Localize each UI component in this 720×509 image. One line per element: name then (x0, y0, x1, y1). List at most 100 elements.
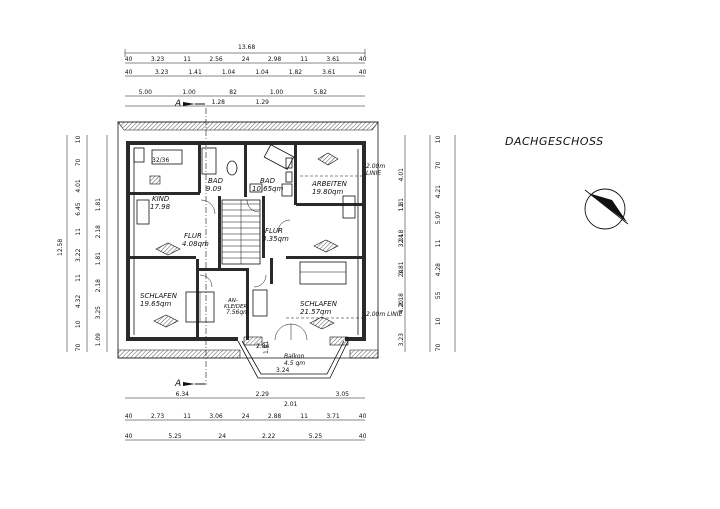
balcony (237, 336, 349, 379)
dim-right-row3-0: 1.81 (398, 198, 405, 212)
dim-right-row1-5: 3.23 (398, 333, 405, 347)
dim-bottom-row3-5: 40 (359, 433, 367, 440)
room-ankleider-name: AN- KLEIDER (224, 298, 247, 310)
dim-top-row1-4: 24 (242, 56, 250, 63)
dim-top-row3b-1: 1.29 (256, 99, 270, 106)
dim-top-row2-2: 1.41 (188, 69, 202, 76)
room-ankleider-area: 7.56qm (226, 309, 249, 316)
dim-left-row1-3: 6.45 (75, 202, 82, 216)
dim-left-row1-7: 4.32 (75, 295, 82, 309)
dim-top-row2-0: 40 (125, 69, 133, 76)
dim-left-row1-0: 10 (75, 135, 82, 143)
dim-left-row1-4: 11 (75, 228, 82, 236)
bottom-dimension-lines (125, 397, 365, 441)
dim-bottom-row3-3: 2.22 (262, 433, 276, 440)
dim-top-overall: 13.68 (238, 44, 255, 51)
room-flur1-name: FLUR (184, 232, 202, 240)
room-kind-area: 17.98 (150, 203, 171, 211)
dim-right-row1-2: 3.24 (398, 234, 405, 248)
dim-door: 2.84 (256, 343, 270, 350)
room-balkon-name: Balkon (284, 353, 305, 360)
room-schlafen2-area: 21.57qm (300, 308, 331, 316)
dim-right-row1-4: 4.20 (398, 300, 405, 314)
dim-left-row1-1: 70 (75, 158, 82, 166)
dim-top-row1-6: 11 (300, 56, 308, 63)
dim-bottom-row1-0: 6.34 (176, 391, 190, 398)
dim-bottom-row2-6: 11 (300, 413, 308, 420)
dim-top-row3b-0: 1.28 (212, 99, 226, 106)
dim-bottom-row2-8: 40 (359, 413, 367, 420)
dim-top-row1-0: 40 (125, 56, 133, 63)
room-arbeiten-name: ARBEITEN (311, 180, 348, 188)
drawing-title: DACHGESCHOSS (505, 135, 604, 148)
room-kind-name: KIND (152, 195, 170, 203)
north-arrow-icon (584, 188, 629, 230)
dim-right-row1-3: 24 (398, 269, 405, 277)
dim-right-row1-0: 4.01 (398, 168, 405, 182)
dim-right-row3-3: 2.18 (398, 293, 405, 307)
dim-right-row2-6: 55 (435, 291, 442, 299)
dim-top-row1-8: 40 (359, 56, 367, 63)
dim-left-row2-0: 1.81 (95, 198, 102, 212)
room-balkon-area: 4.5 qm (284, 360, 305, 367)
dim-left-overall: 12.58 (57, 239, 64, 256)
room-bad1-area: 9.09 (206, 185, 222, 193)
room-flur2-area: 3.35qm (262, 235, 289, 243)
dim-left-row2-5: 1.09 (95, 333, 102, 347)
dim-right-row3-1: 2.18 (398, 230, 405, 244)
top-dimension-lines: 13.68 (124, 44, 366, 107)
dim-left-row1-9: 70 (75, 343, 82, 351)
dim-bottom-row2-3: 3.06 (209, 413, 223, 420)
chimney-label: 32/36 (152, 157, 169, 164)
staircase (221, 199, 261, 265)
dim-left-row1-5: 3.22 (75, 248, 82, 262)
room-bad2-name: BAD (260, 177, 276, 185)
dim-left-row2-1: 2.18 (95, 225, 102, 239)
dim-left-row2-3: 2.18 (95, 279, 102, 293)
room-schlafen1-name: SCHLAFEN (140, 292, 178, 300)
room-schlafen2-name: SCHLAFEN (300, 300, 338, 308)
dim-top-row1-1: 3.23 (151, 56, 165, 63)
dim-left-row1-6: 11 (75, 274, 82, 282)
dim-bottom-row2-0: 40 (125, 413, 133, 420)
dim-right-row2-3: 5.97 (435, 211, 442, 225)
dim-top-row2-4: 1.04 (255, 69, 269, 76)
dim-bottom-row1b: 2.01 (284, 401, 298, 408)
building (117, 121, 379, 379)
dim-right-row2-4: 11 (435, 239, 442, 247)
dim-right-row2-1: 70 (435, 161, 442, 169)
room-bad1-name: BAD (208, 177, 224, 185)
room-arbeiten-area: 19.80qm (312, 188, 343, 196)
dim-top-row2-5: 1.82 (289, 69, 303, 76)
furniture (133, 144, 356, 330)
dim-bottom-row2-2: 11 (183, 413, 191, 420)
section-label-bottom: A (174, 379, 181, 389)
dim-bottom-row2-1: 2.73 (151, 413, 165, 420)
dim-bottom-row3-4: 5.25 (309, 433, 323, 440)
dim-top-row2-6: 3.61 (322, 69, 336, 76)
dim-right-row3-2: 1.81 (398, 261, 405, 275)
dim-left-row1-8: 10 (75, 320, 82, 328)
right-dimension-labels: 4.01113.24244.203.2310704.215.97114.2855… (398, 135, 442, 351)
room-flur2-name: FLUR (265, 227, 283, 235)
dim-left-row2-2: 1.81 (95, 252, 102, 266)
dim-top-row1-7: 3.61 (326, 56, 340, 63)
dim-bottom-row3-1: 5.25 (168, 433, 182, 440)
dim-right-row2-0: 10 (435, 135, 442, 143)
linie-top-label: LINIE (366, 170, 381, 177)
dim-left-row1-2: 4.01 (75, 179, 82, 193)
room-flur1-area: 4.08qm (182, 240, 209, 248)
left-dimension-lines (66, 135, 108, 352)
dim-bottom-row3-0: 40 (125, 433, 133, 440)
left-dimension-labels: 10 70 4.01 6.45 11 3.22 11 4.32 10 70 1.81 2.18 1.81… (57, 135, 102, 351)
right-dimension-lines (404, 135, 456, 352)
dim-left-row2-4: 3.25 (95, 306, 102, 320)
dim-top-row3-3: 1.00 (270, 89, 284, 96)
dim-right-row2-8: 70 (435, 343, 442, 351)
dim-bottom-row2-7: 3.71 (326, 413, 340, 420)
dim-top-row1-5: 2.98 (268, 56, 282, 63)
dim-right-row2-5: 4.28 (435, 263, 442, 277)
